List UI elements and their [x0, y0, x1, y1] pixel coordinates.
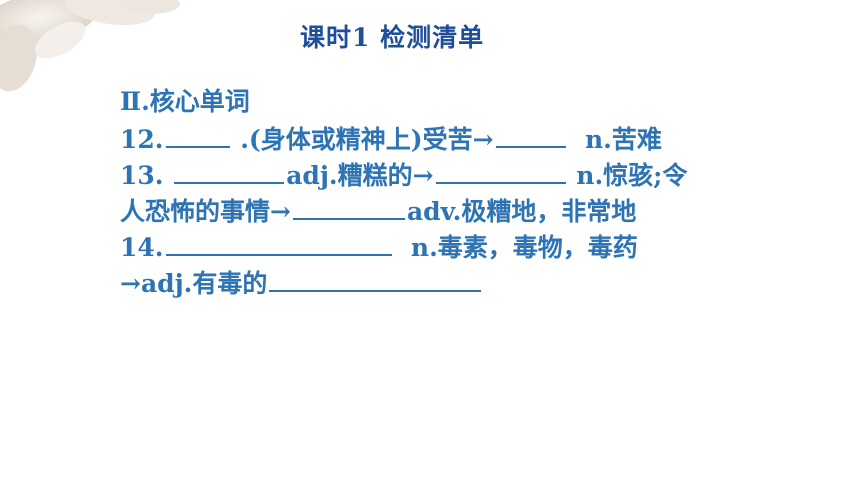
item-13-blank-2[interactable]	[435, 156, 566, 184]
item-12-text-1: .(身体或精神上)受苦→	[231, 125, 494, 154]
item-14: 14. n.毒素，毒物，毒药	[120, 228, 820, 264]
item-13-text-1: adj.糟糕的→	[286, 161, 434, 190]
section-heading: Ⅱ.核心单词	[120, 87, 250, 116]
item-12-blank-1[interactable]	[165, 120, 230, 148]
page-title: 课时1 检测清单	[300, 23, 485, 52]
item-12-text-2: n.苦难	[584, 125, 662, 154]
item-12: 12. .(身体或精神上)受苦→ n.苦难	[120, 120, 820, 156]
item-13: 13. adj.糟糕的→ n.惊骇;令	[120, 156, 820, 192]
item-13-text-4: adv.极糟地，非常地	[406, 197, 637, 226]
item-13-text-2: n.惊骇;令	[567, 161, 688, 190]
item-13-text-3: 人恐怖的事情→	[120, 197, 291, 226]
item-12-blank-2[interactable]	[495, 120, 566, 148]
item-12-number: 12.	[120, 125, 164, 154]
item-14-continued: →adj.有毒的	[120, 264, 820, 300]
item-14-number: 14.	[120, 233, 164, 262]
item-14-blank-2[interactable]	[269, 264, 482, 292]
item-14-blank-1[interactable]	[165, 228, 392, 256]
item-13-blank-1[interactable]	[174, 156, 285, 184]
item-14-text-2: →adj.有毒的	[120, 269, 268, 298]
item-13-continued: 人恐怖的事情→ adv.极糟地，非常地	[120, 192, 820, 228]
item-14-text-1: n.毒素，毒物，毒药	[410, 233, 638, 262]
flower-petals-decoration	[0, 0, 180, 92]
item-13-number: 13.	[120, 161, 173, 190]
item-13-blank-3[interactable]	[292, 192, 405, 220]
vocabulary-exercise: Ⅱ.核心单词 12. .(身体或精神上)受苦→ n.苦难 13. adj.糟糕的…	[120, 84, 820, 300]
